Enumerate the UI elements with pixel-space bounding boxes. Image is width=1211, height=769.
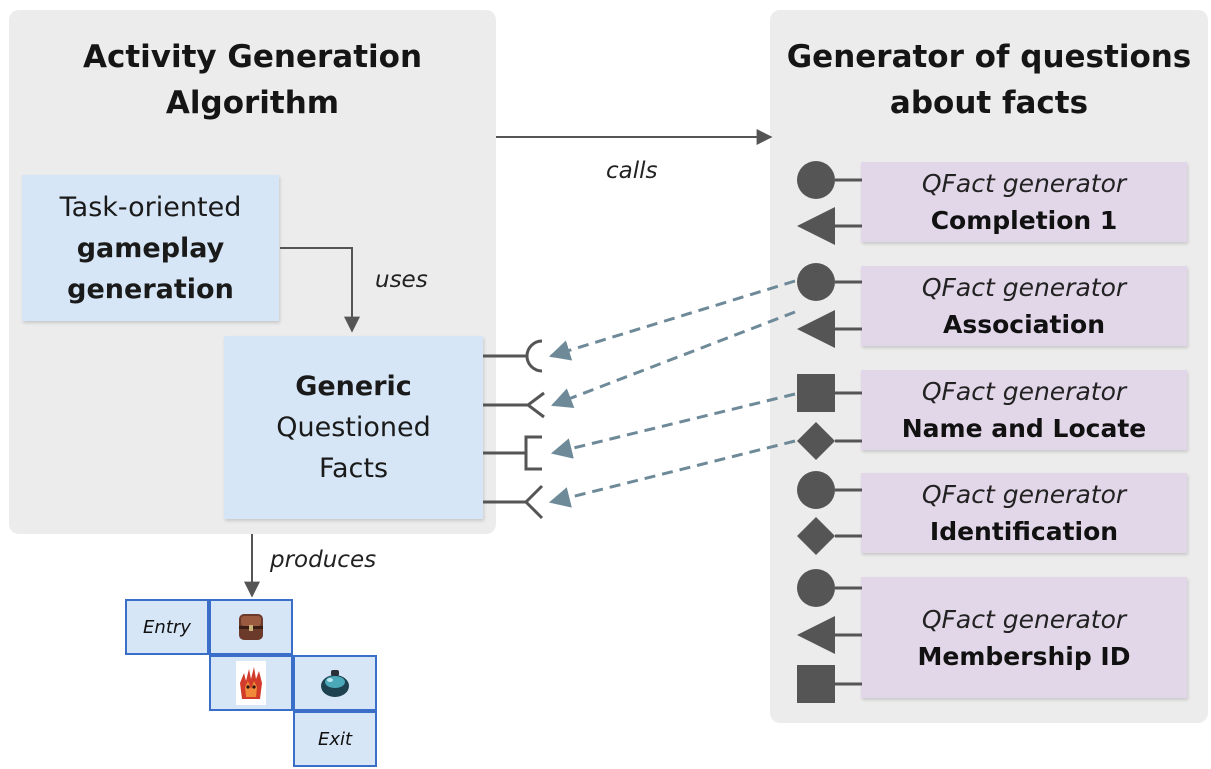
activity-generation-title: Activity Generation Algorithm <box>82 39 423 121</box>
question-generator-title: Generator of questions about facts <box>786 39 1192 121</box>
qfact-name-and-locate-box: QFact generator Name and Locate <box>861 370 1187 450</box>
chest-icon <box>239 614 263 640</box>
socket-round <box>483 339 543 373</box>
potion-icon <box>321 670 349 697</box>
generic-questioned-facts-box: Generic Questioned Facts <box>224 336 483 519</box>
fire-creature-icon <box>236 661 266 705</box>
circle-icon <box>797 569 835 607</box>
circle-icon <box>797 263 835 301</box>
socket-diamond <box>483 484 544 520</box>
grid-cell-exit: Exit <box>293 711 377 767</box>
square-icon <box>797 374 835 412</box>
dashed-arrow-1 <box>548 279 796 361</box>
qfact-completion-box: QFact generator Completion 1 <box>861 162 1187 242</box>
dashed-arrow-4 <box>548 439 796 508</box>
socket-square <box>483 435 542 471</box>
triangle-icon <box>797 616 835 654</box>
produces-label: produces <box>270 547 377 573</box>
triangle-icon <box>797 310 835 348</box>
triangle-icon <box>797 207 835 245</box>
square-icon <box>797 665 835 703</box>
uses-arrow <box>280 247 360 333</box>
dashed-arrow-2 <box>551 310 796 409</box>
grid-cell-monster <box>209 655 293 711</box>
qfact-identification-box: QFact generator Identification <box>861 473 1187 553</box>
grid-cell-chest <box>209 599 293 655</box>
qfact-association-box: QFact generator Association <box>861 266 1187 346</box>
calls-label: calls <box>606 158 658 184</box>
qfact-membership-id-box: QFact generator Membership ID <box>861 577 1187 698</box>
grid-cell-entry: Entry <box>125 599 209 655</box>
circle-icon <box>797 471 835 509</box>
dashed-arrow-3 <box>550 392 796 459</box>
uses-label: uses <box>375 267 428 293</box>
grid-cell-potion <box>293 655 377 711</box>
circle-icon <box>797 161 835 199</box>
diamond-icon <box>797 422 835 460</box>
diamond-icon <box>797 517 835 555</box>
task-oriented-gameplay-box: Task-oriented gameplay generation <box>22 175 279 321</box>
socket-triangle <box>483 391 545 419</box>
